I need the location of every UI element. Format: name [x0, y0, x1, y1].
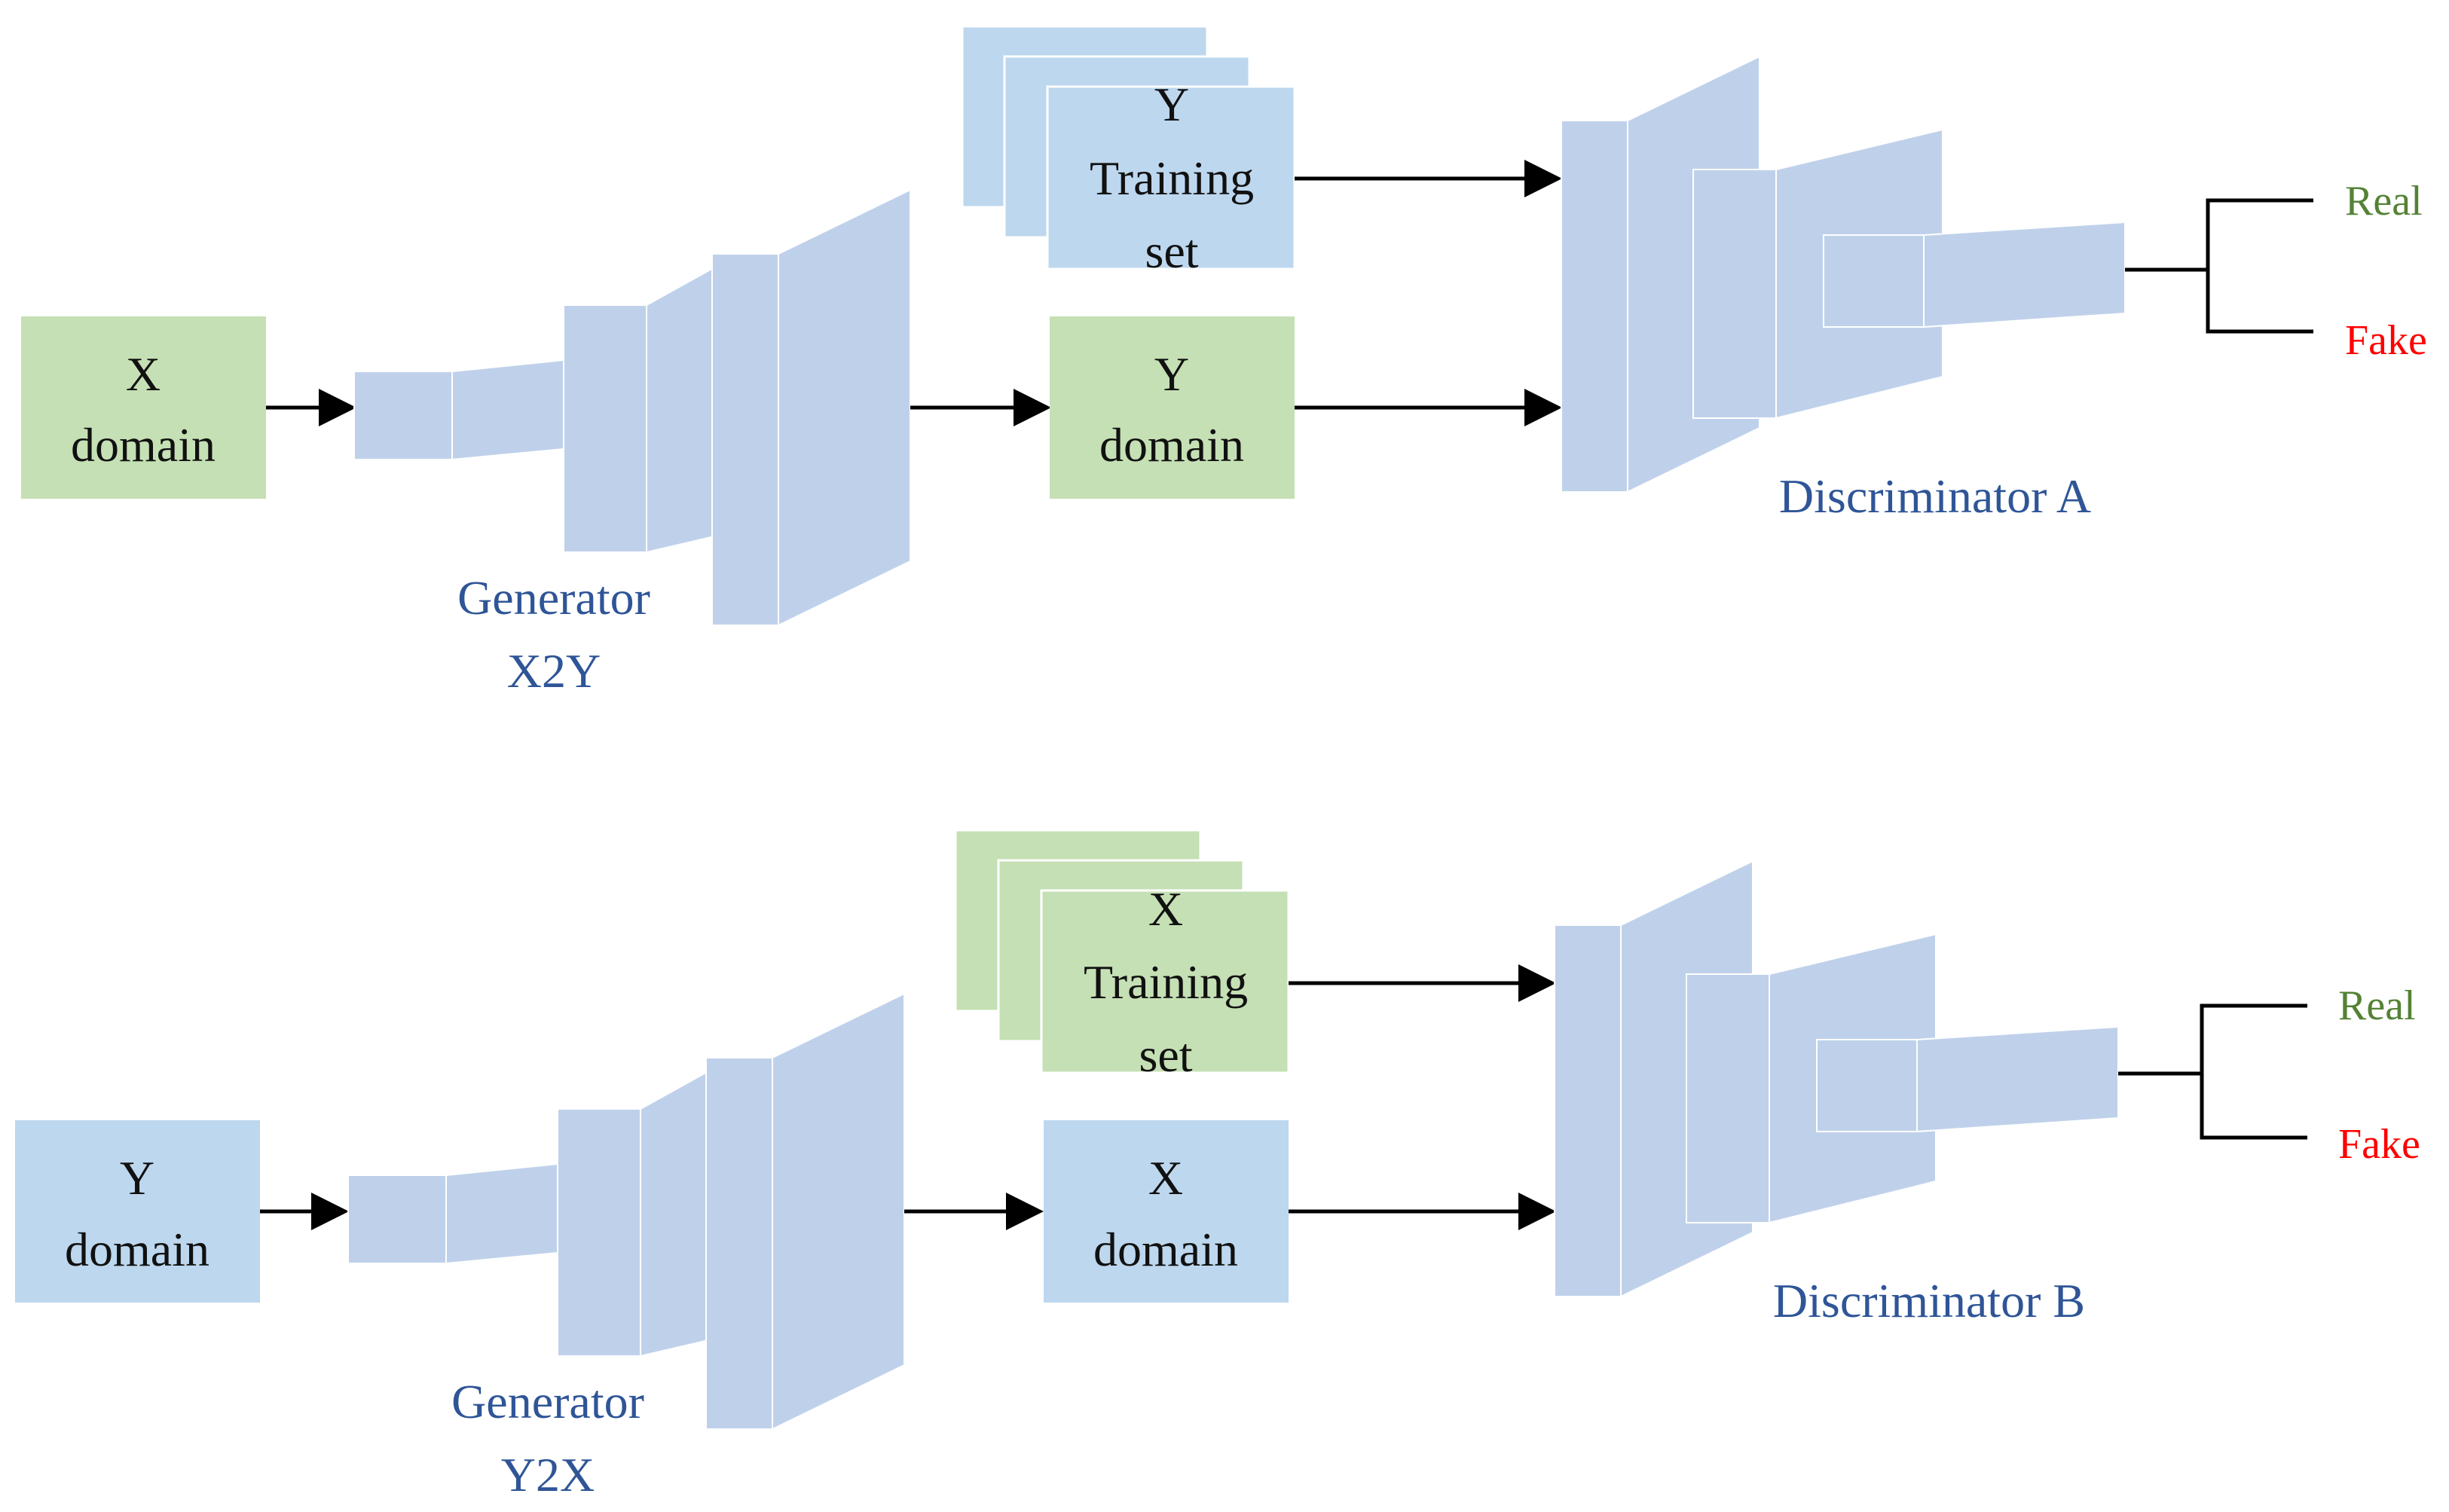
bottom-disc-layer-3: [1816, 1025, 2119, 1133]
bottom-input-line2: domain: [65, 1223, 209, 1276]
bottom-generator-label-line2: Y2X: [501, 1448, 595, 1501]
bottom-output-box: X domain: [1044, 1120, 1289, 1303]
bottom-gen-layer-2: [557, 1070, 709, 1358]
bottom-generator-label-line1: Generator: [451, 1375, 644, 1428]
top-input-box: X domain: [21, 316, 266, 499]
bottom-discriminator: Discriminator B: [1554, 860, 2119, 1327]
top-generator: Generator X2Y: [353, 188, 911, 698]
top-fake-label: Fake: [2345, 317, 2427, 364]
top-input-line2: domain: [71, 418, 216, 472]
top-input-line1: X: [126, 347, 161, 401]
bottom-gen-layer-1: [347, 1162, 558, 1265]
bottom-input-box: Y domain: [15, 1120, 260, 1303]
bottom-output-line1: X: [1148, 1151, 1183, 1205]
top-pipeline: X domain Generator X2Y Y: [21, 25, 2427, 698]
top-discriminator: Discriminator A: [1561, 55, 2126, 523]
top-generator-label-line1: Generator: [457, 571, 650, 625]
bottom-output-line2: domain: [1093, 1223, 1238, 1276]
top-output-line1: Y: [1154, 347, 1189, 401]
top-training-set: Y Training set: [961, 25, 1296, 278]
top-training-line3: set: [1145, 225, 1198, 278]
bottom-training-line3: set: [1139, 1028, 1192, 1082]
bottom-pipeline: Y domain Generator Y2X X: [15, 829, 2420, 1501]
bottom-real-label: Real: [2338, 982, 2416, 1029]
bottom-output-fork: Real Fake: [2118, 982, 2420, 1168]
top-generator-label-line2: X2Y: [507, 644, 601, 698]
top-output-box: Y domain: [1050, 316, 1295, 499]
bottom-generator: Generator Y2X: [347, 992, 905, 1501]
top-output-line2: domain: [1099, 418, 1244, 472]
top-discriminator-label: Discriminator A: [1779, 469, 2091, 523]
bottom-discriminator-label: Discriminator B: [1773, 1274, 2085, 1327]
bottom-training-set: X Training set: [954, 829, 1290, 1082]
top-training-line1: Y: [1154, 78, 1189, 131]
top-real-label: Real: [2345, 178, 2423, 225]
bottom-input-line1: Y: [120, 1151, 154, 1205]
top-gen-layer-1: [353, 359, 564, 461]
top-training-line2: Training: [1090, 151, 1254, 205]
top-gen-layer-3: [711, 188, 911, 627]
top-output-fork: Real Fake: [2125, 178, 2427, 364]
bottom-gen-layer-3: [705, 992, 905, 1431]
bottom-training-line2: Training: [1084, 955, 1248, 1009]
bottom-fake-label: Fake: [2338, 1121, 2420, 1168]
top-disc-layer-3: [1823, 221, 2126, 328]
top-gen-layer-2: [563, 266, 715, 554]
bottom-training-line1: X: [1148, 882, 1183, 936]
